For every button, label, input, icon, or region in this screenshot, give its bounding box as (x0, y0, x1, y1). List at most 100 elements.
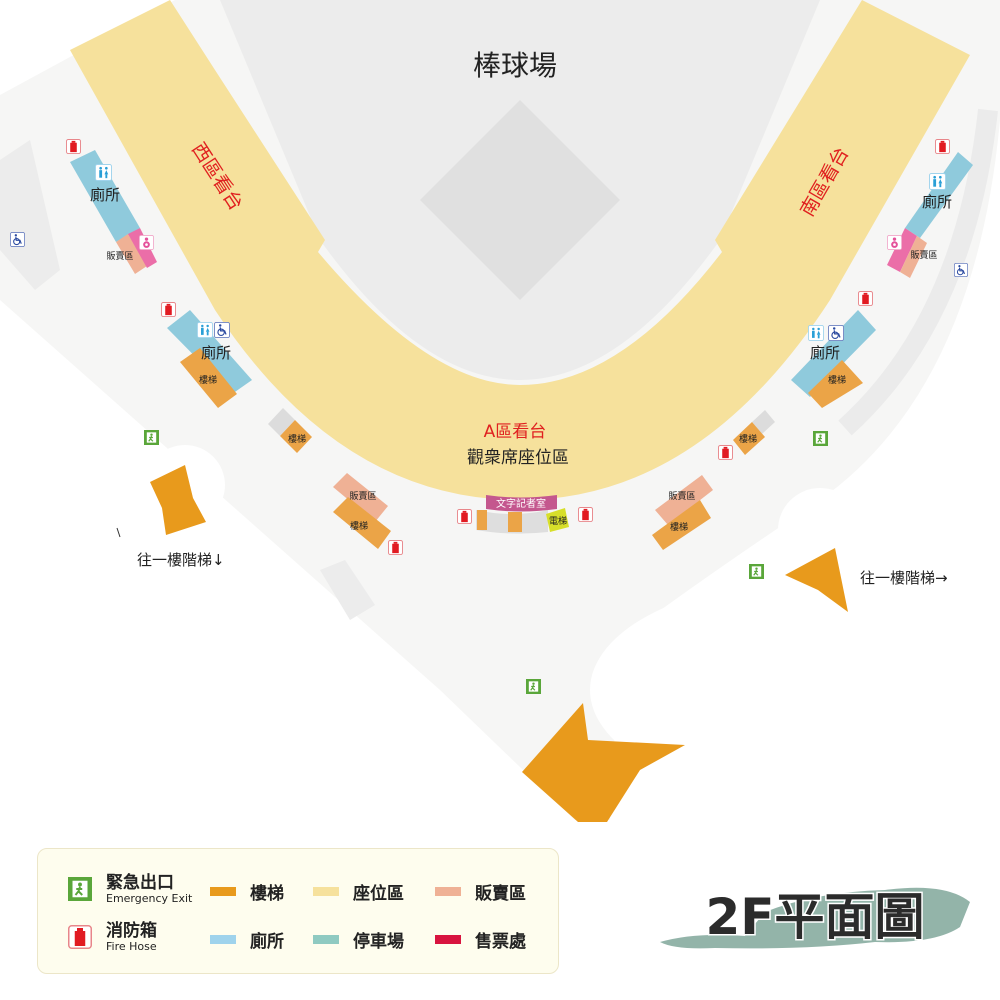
to-first-floor-left[interactable]: 往一樓階梯↓ (137, 551, 225, 569)
concession-label: 販賣區 (668, 490, 695, 502)
stairs[interactable] (733, 422, 765, 455)
legend-label: 廁所 (250, 932, 284, 952)
press-room-label: 文字記者室 (496, 497, 546, 510)
stairs[interactable] (180, 348, 237, 408)
emergency-exit-icon (813, 431, 828, 446)
legend-swatch (313, 887, 339, 896)
fire-hose-icon (161, 302, 176, 317)
legend-label: 售票處 (475, 932, 526, 952)
restroom-icon (197, 322, 213, 338)
fire-hose-icon (388, 540, 403, 555)
legend-item: 售票處 (435, 927, 526, 952)
wheelchair-icon (10, 232, 25, 247)
stairs-label: 樓梯 (350, 520, 368, 532)
toilet-area[interactable] (791, 310, 876, 397)
concession-area[interactable] (333, 473, 388, 522)
concession-area[interactable] (655, 475, 713, 525)
stairs[interactable] (508, 512, 522, 532)
wheelchair-icon (214, 322, 230, 338)
wheelchair-icon (828, 325, 844, 341)
fire-hose-icon (935, 139, 950, 154)
stairs[interactable] (150, 465, 206, 535)
to-first-floor-right[interactable]: 往一樓階梯→ (860, 569, 948, 587)
elevator[interactable] (546, 508, 569, 532)
legend-fire-hose: 消防箱 Fire Hose (68, 921, 157, 952)
floor-title: 2F平面圖 (706, 888, 925, 946)
restroom-icon (929, 173, 946, 190)
stairs[interactable] (785, 548, 848, 612)
stairs[interactable] (808, 360, 863, 408)
concession-label: 販賣區 (349, 490, 376, 502)
fire-hose-icon (66, 139, 81, 154)
legend-sublabel: Fire Hose (106, 940, 157, 953)
fire-hose-icon (718, 445, 733, 460)
fire-hose-icon (578, 507, 593, 522)
emergency-exit-icon (68, 875, 92, 902)
concession-label: 販賣區 (910, 249, 937, 261)
stairs-label: 樓梯 (828, 374, 846, 386)
fire-hose-icon (68, 924, 92, 949)
pointer-line (116, 527, 121, 538)
restroom-icon (95, 164, 112, 181)
legend-label: 樓梯 (250, 884, 284, 904)
press-room[interactable] (486, 495, 557, 512)
field-label: 棒球場 (473, 49, 557, 82)
infield-diamond (420, 100, 620, 300)
stairs[interactable] (522, 703, 685, 822)
toilet-area[interactable] (167, 310, 252, 394)
legend-item: 廁所 (210, 927, 284, 952)
legend-swatch (313, 935, 339, 944)
legend-label: 緊急出口 (106, 873, 174, 893)
fire-hose-icon (858, 291, 873, 306)
toilet-label: 廁所 (810, 344, 840, 362)
stairs[interactable] (652, 500, 711, 550)
elevator-label: 電梯 (549, 515, 567, 527)
stairs[interactable] (280, 420, 312, 453)
south-ledge (320, 560, 375, 620)
map-legend: 緊急出口 Emergency Exit 消防箱 Fire Hose 樓梯 座位區… (37, 848, 559, 974)
nursing-area[interactable] (887, 228, 917, 272)
legend-swatch (435, 887, 461, 896)
concession-area[interactable] (116, 234, 147, 274)
wheelchair-icon (954, 263, 968, 277)
legend-swatch (210, 887, 236, 896)
toilet-area[interactable] (905, 152, 973, 238)
legend-label: 消防箱 (106, 921, 157, 941)
restroom-icon (808, 325, 824, 341)
outside-area (590, 580, 1000, 800)
brush-stroke (660, 887, 970, 949)
seating-stands[interactable] (70, 0, 970, 500)
stairs-label: 樓梯 (199, 374, 217, 386)
a-stand-label: A區看台 (484, 422, 547, 442)
nursing-room-icon (139, 235, 154, 250)
west-annex (0, 140, 60, 290)
stairs-label: 樓梯 (739, 433, 757, 445)
legend-sublabel: Emergency Exit (106, 892, 193, 905)
stairs[interactable] (477, 510, 487, 530)
toilet-label: 廁所 (201, 344, 231, 362)
stairs[interactable] (333, 497, 391, 549)
a-stand-sub-label: 觀衆席座位區 (467, 448, 569, 468)
stairs-label: 樓梯 (288, 433, 306, 445)
emergency-exit-icon (526, 679, 541, 694)
emergency-exit-icon (144, 430, 159, 445)
toilet-label: 廁所 (90, 186, 120, 204)
legend-item: 停車場 (313, 927, 404, 952)
concession-label: 販賣區 (106, 250, 133, 262)
fire-hose-icon (457, 509, 472, 524)
stairs-landing (752, 410, 775, 434)
emergency-exit-icon (749, 564, 764, 579)
legend-label: 停車場 (353, 932, 404, 952)
legend-swatch (210, 935, 236, 944)
toilet-area[interactable] (70, 150, 140, 242)
legend-item: 樓梯 (210, 879, 284, 904)
outer-ring (838, 108, 998, 436)
toilet-label: 廁所 (922, 193, 952, 211)
concession-area[interactable] (900, 236, 927, 278)
floor-title-logo: 2F平面圖 (660, 887, 970, 949)
outside-area (778, 488, 862, 572)
nursing-room-icon (887, 235, 902, 250)
legend-label: 座位區 (353, 884, 404, 904)
